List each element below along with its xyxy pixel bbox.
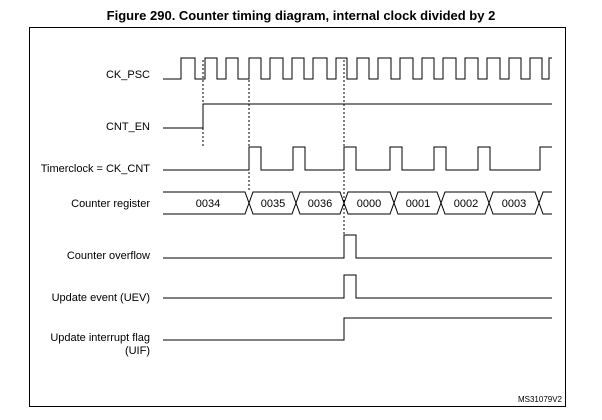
counter-bus-outline	[163, 191, 552, 215]
counter-overflow-label: Counter overflow	[66, 250, 150, 262]
counter-value: 0036	[308, 198, 332, 210]
counter-value: 0000	[357, 198, 381, 210]
uif-waveform	[163, 317, 552, 341]
reference-id: MS31079V2	[517, 395, 562, 404]
counter-value: 0001	[406, 198, 430, 210]
counter-register-label: Counter register	[71, 198, 150, 210]
counter-value: 0002	[454, 198, 478, 210]
ck-psc-waveform	[163, 57, 552, 80]
update-event-waveform	[163, 274, 552, 299]
cnt-en-label: CNT_EN	[105, 121, 150, 133]
counter-value: 0034	[196, 198, 220, 210]
ck-psc-label: CK_PSC	[105, 69, 150, 81]
uif-label-line2: (UIF)	[124, 345, 150, 357]
cnt-en-waveform	[163, 103, 552, 129]
figure-title: Figure 290. Counter timing diagram, inte…	[106, 8, 496, 23]
timer-clock-waveform	[163, 146, 552, 171]
diagram-frame	[29, 27, 566, 407]
uif-label-line1: Update interrupt flag	[50, 332, 150, 344]
timer-clock-label: Timerclock = CK_CNT	[40, 163, 150, 175]
counter-overflow-waveform	[163, 234, 552, 259]
counter-value: 0035	[261, 198, 285, 210]
counter-value: 0003	[502, 198, 526, 210]
update-event-label: Update event (UEV)	[51, 292, 150, 304]
